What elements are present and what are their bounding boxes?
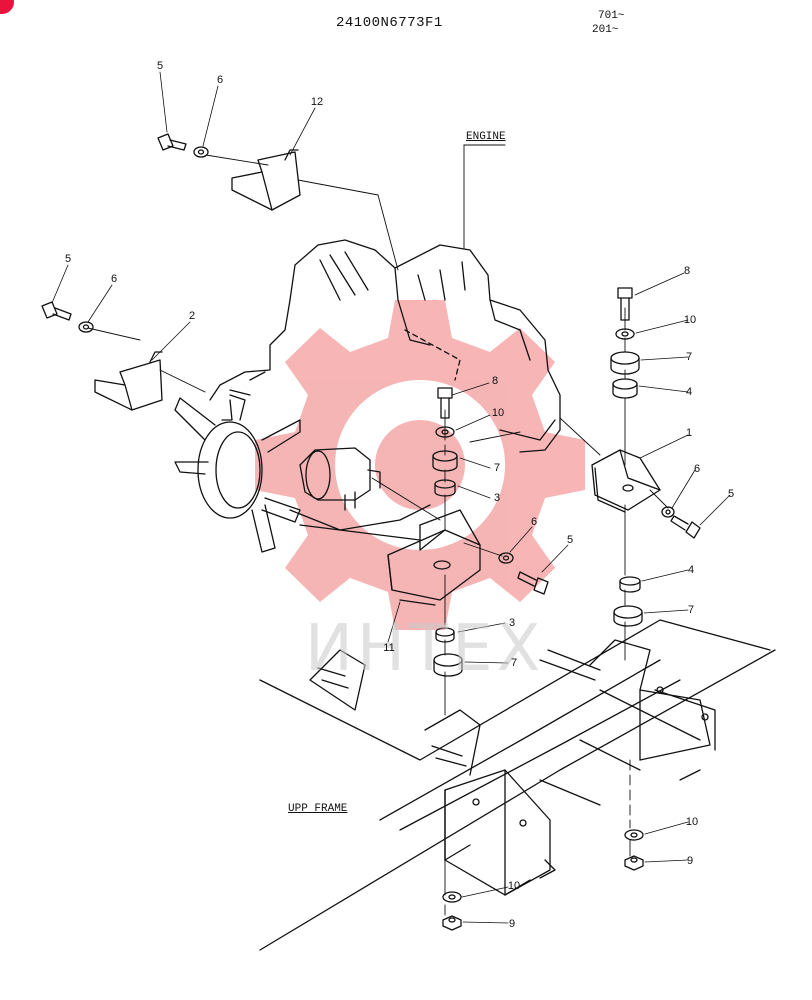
callout-6: 6 xyxy=(110,273,118,285)
callout-2: 2 xyxy=(188,310,196,322)
callout-12: 12 xyxy=(310,96,324,108)
callout-3: 3 xyxy=(493,492,501,504)
part-code: 24100N6773F1 xyxy=(336,15,443,31)
washer-6-top xyxy=(193,146,209,158)
callout-11: 11 xyxy=(383,642,395,654)
bolt-8-center xyxy=(437,387,453,419)
engine-outline xyxy=(174,239,561,553)
washer-10-bottom-right xyxy=(624,829,644,841)
bolt-5-right xyxy=(670,515,701,539)
bolt-5-top xyxy=(157,133,187,151)
bracket-11 xyxy=(387,509,481,606)
callout-10: 10 xyxy=(683,314,697,326)
callout-7: 7 xyxy=(685,351,693,363)
callout-7: 7 xyxy=(510,657,518,669)
callout-5: 5 xyxy=(727,488,735,500)
cushion-7-center xyxy=(432,450,458,472)
bolt-5-center xyxy=(517,571,549,595)
bolt-5-left xyxy=(41,301,72,321)
callout-9: 9 xyxy=(686,855,694,867)
watermark-text: ИНТЕХ xyxy=(305,612,545,686)
washer-6-left xyxy=(78,321,94,333)
leader-lines xyxy=(87,144,669,916)
serial-range-1: 701~ xyxy=(598,10,625,22)
serial-range-2: 201~ xyxy=(592,24,619,36)
cushion-3-center xyxy=(434,479,456,497)
callout-5: 5 xyxy=(64,253,72,265)
callout-9: 9 xyxy=(508,918,516,930)
upp-frame-label: UPP FRAME xyxy=(288,803,348,815)
washer-6-center xyxy=(498,552,514,564)
cushion-7-lower-right xyxy=(613,605,643,627)
bolt-8-right xyxy=(617,287,633,321)
callout-5: 5 xyxy=(566,534,574,546)
washer-10-center xyxy=(435,426,455,438)
callout-3: 3 xyxy=(508,617,516,629)
engine-label: ENGINE xyxy=(466,131,506,143)
cushion-4-right xyxy=(612,378,638,399)
washer-10-bottom xyxy=(442,891,462,903)
washer-10-right xyxy=(615,328,635,340)
cushion-4-lower-right xyxy=(619,576,641,593)
callout-10: 10 xyxy=(685,816,699,828)
callout-8: 8 xyxy=(683,265,691,277)
callout-leaders xyxy=(51,71,731,924)
callout-7: 7 xyxy=(687,604,695,616)
upper-frame xyxy=(259,619,776,951)
nut-9-bottom-right xyxy=(624,855,644,871)
callout-7: 7 xyxy=(493,462,501,474)
bracket-1 xyxy=(591,449,661,513)
callout-6: 6 xyxy=(693,463,701,475)
cushion-3-lower xyxy=(435,627,455,643)
watermark-gear-icon xyxy=(255,300,585,630)
callout-10: 10 xyxy=(507,880,521,892)
callout-6: 6 xyxy=(530,516,538,528)
bracket-12 xyxy=(231,149,301,211)
callout-5: 5 xyxy=(156,60,164,72)
callout-1: 1 xyxy=(685,427,693,439)
callout-8: 8 xyxy=(491,375,499,387)
nut-9-bottom xyxy=(442,915,462,931)
cushion-7-lower xyxy=(433,653,463,677)
callout-4: 4 xyxy=(685,386,693,398)
cushion-7-right xyxy=(610,351,640,375)
bracket-2 xyxy=(94,351,163,411)
callout-6: 6 xyxy=(216,74,224,86)
callout-4: 4 xyxy=(687,564,695,576)
callout-10: 10 xyxy=(491,407,505,419)
washer-6-right xyxy=(661,506,675,518)
